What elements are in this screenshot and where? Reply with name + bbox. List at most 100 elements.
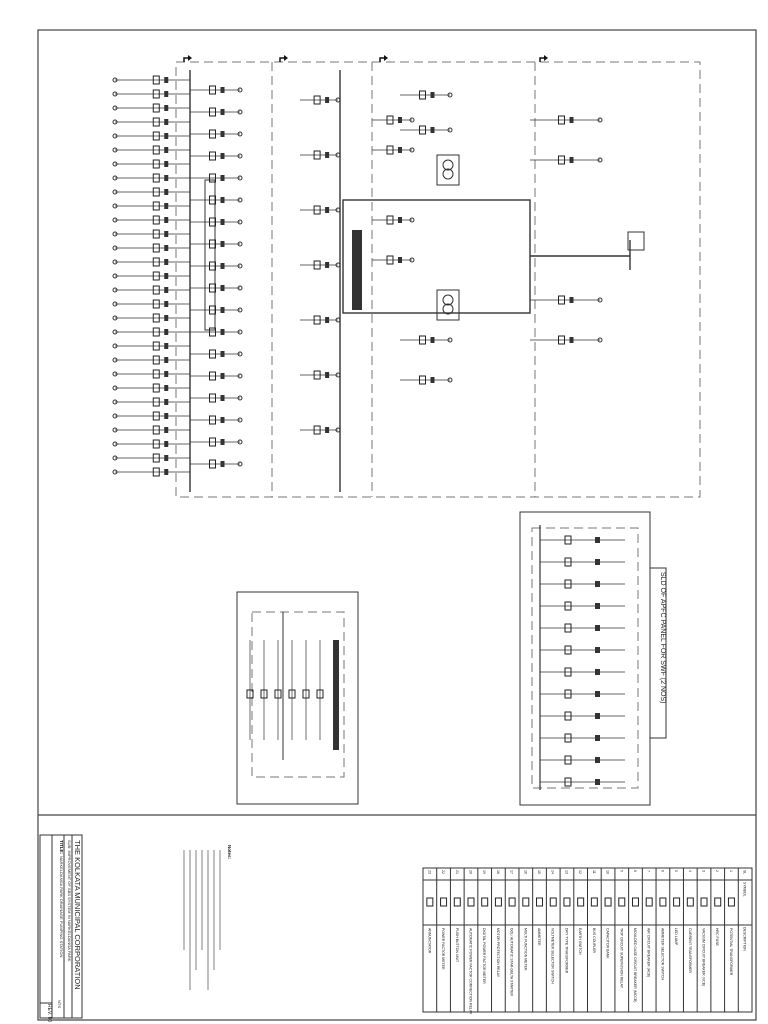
feeder	[112, 285, 190, 295]
legend-description: POWER FACTOR METER	[441, 928, 445, 970]
pb-symbol-icon	[453, 897, 461, 907]
feeder	[112, 313, 190, 323]
feeder	[400, 90, 453, 100]
legend-description: MOULDED CASE CIRCUIT BREAKER (MCCB)	[633, 928, 637, 1002]
legend-description: TRIP CIRCUIT SUPERVISION RELAY	[619, 928, 623, 989]
capacitor-step	[540, 733, 625, 743]
feeder	[190, 107, 243, 117]
legend-sl: 5	[674, 870, 678, 872]
feeder	[372, 115, 415, 125]
feeder	[112, 327, 190, 337]
feeder	[190, 85, 243, 95]
legend-description: AUTOMATIC POWER FACTOR CORRECTION RELAY	[468, 928, 472, 1015]
feeder	[300, 425, 341, 435]
legend-description: DIGITAL POWER FACTOR METER	[482, 928, 486, 984]
legend-description: PUSH BUTTON UNIT	[455, 928, 459, 963]
legend-description: AMMETER SELECTOR SWITCH	[660, 928, 664, 981]
fuse-symbol-icon	[714, 897, 722, 907]
feeder	[112, 201, 190, 211]
legend-description: AIR CIRCUIT BREAKER (ACB)	[647, 928, 651, 977]
feeder	[112, 439, 190, 449]
legend-sl: 21	[455, 870, 459, 874]
legend-header-sl: SL	[743, 870, 747, 874]
legend-description: DRY TYPE TRANSFORMER	[564, 928, 568, 974]
feeder	[190, 327, 243, 337]
legend-sl: 19	[482, 870, 486, 874]
feeder	[112, 341, 190, 351]
feeder	[190, 459, 243, 469]
pfm-symbol-icon	[481, 897, 489, 907]
legend-header-symbol: SYMBOL	[743, 882, 747, 897]
small-panel-frame	[236, 591, 359, 805]
feeder	[372, 145, 415, 155]
feeder	[112, 131, 190, 141]
legend-sl: 6	[660, 870, 664, 872]
capacitor-step	[540, 667, 625, 677]
capacitor-step	[540, 535, 625, 545]
feeder	[112, 425, 190, 435]
feeder	[400, 125, 453, 135]
mpr-symbol-icon	[494, 897, 502, 907]
feeder	[190, 151, 243, 161]
relay-symbol-icon	[618, 897, 626, 907]
ann-symbol-icon	[426, 897, 434, 907]
pt-symbol-icon	[727, 897, 735, 907]
legend-sl: 1	[729, 870, 733, 872]
mccb-symbol-icon	[631, 897, 639, 907]
small-feeder	[274, 640, 282, 740]
capacitor-step	[540, 777, 625, 787]
legend-sl: 8	[633, 870, 637, 872]
feeder	[190, 305, 243, 315]
feeder	[112, 271, 190, 281]
arrow-icon	[379, 55, 388, 62]
capacitor-step	[540, 711, 625, 721]
feeder	[190, 283, 243, 293]
feeder	[190, 393, 243, 403]
capacitor-step	[540, 645, 625, 655]
feeder	[112, 159, 190, 169]
feeder	[400, 375, 453, 385]
feeder	[112, 411, 190, 421]
legend-description: LED LAMP	[674, 928, 678, 946]
feeder	[112, 257, 190, 267]
small-panel-label	[333, 640, 339, 750]
feeder	[300, 205, 341, 215]
bus-label-centre	[352, 230, 362, 310]
starter-symbol-icon	[508, 897, 516, 907]
legend-sl: 2	[715, 870, 719, 872]
arrow-icon	[183, 55, 192, 62]
feeder	[190, 239, 243, 249]
legend-sl: 12	[578, 870, 582, 874]
notes-heading: Notes:	[227, 845, 232, 860]
vcb-symbol-icon	[700, 897, 708, 907]
drawing-frame	[37, 29, 757, 1021]
feeder	[530, 335, 603, 345]
legend-sl: 20	[468, 870, 472, 874]
organisation-name: THE KOLKATA MUNICIPAL CORPORATION	[73, 840, 82, 990]
apfc-symbol-icon	[467, 897, 475, 907]
feeder	[190, 129, 243, 139]
ct-symbol-icon	[686, 897, 694, 907]
pf-symbol-icon	[440, 897, 448, 907]
legend-sl: 23	[427, 870, 431, 874]
apfc-title: SLD OF APFC PANEL FOR SWF (2 NOS)	[659, 572, 666, 703]
feeder	[190, 173, 243, 183]
mfm-symbol-icon	[522, 897, 530, 907]
legend-description: ANNUNCIATOR	[427, 928, 431, 954]
feeder	[300, 150, 341, 160]
acb-symbol-icon	[645, 897, 653, 907]
lamp-symbol-icon	[673, 897, 681, 907]
feeder	[300, 95, 341, 105]
subject: SUB: IMPROVEMENT OF SBS SYSTEM IN NARKEL…	[67, 840, 72, 962]
feeder	[190, 437, 243, 447]
apfc-capacitor-steps	[540, 535, 625, 787]
legend-description: CAPACITOR BANK	[606, 928, 610, 959]
title-label: TITLE:	[59, 840, 64, 854]
earth-symbol-icon	[577, 897, 585, 907]
feeder	[190, 371, 243, 381]
transformer-symbol-icon	[563, 897, 571, 907]
legend-sl: 22	[441, 870, 445, 874]
feeder	[530, 115, 603, 125]
feeder	[112, 383, 190, 393]
main-switchboard	[175, 61, 701, 498]
